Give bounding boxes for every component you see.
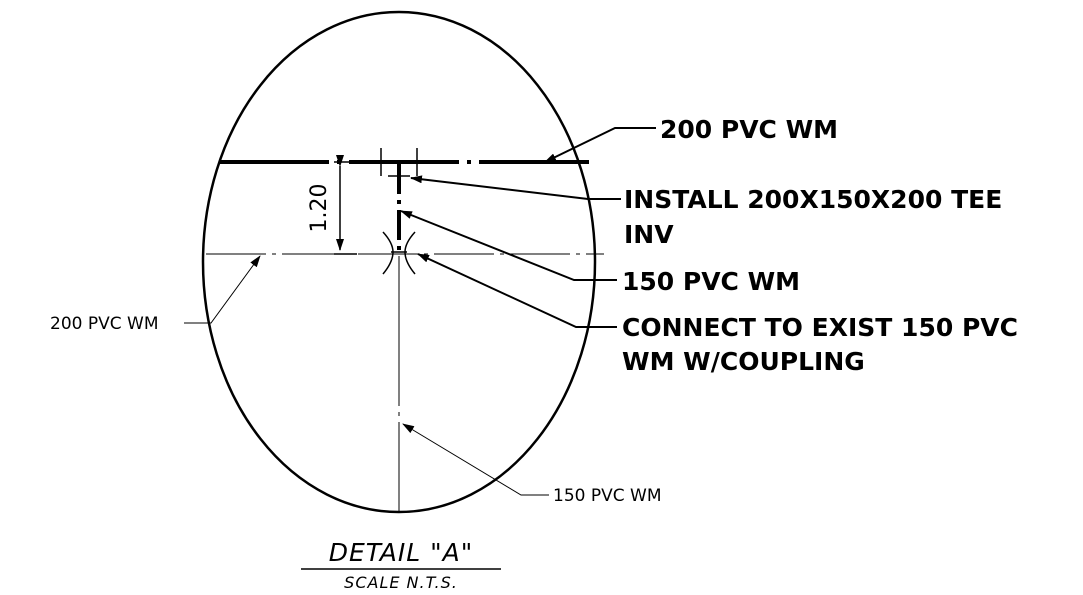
leader-branch-150-pvc (400, 210, 617, 281)
tee-fitting-symbol (364, 148, 431, 177)
detail-boundary-ellipse (201, 10, 597, 514)
label-connect-line1: CONNECT TO EXIST 150 PVC (622, 313, 1018, 342)
leader-main-200-pvc (544, 127, 656, 163)
leader-exist-150-pvc (402, 423, 549, 496)
detail-title: DETAIL "A" (329, 538, 473, 567)
label-exist-200-pvc: 200 PVC WM (50, 314, 158, 334)
leader-connect-exist (417, 253, 617, 328)
detail-scale: SCALE N.T.S. (344, 573, 458, 592)
dimension-1-20-label: 1.20 (307, 184, 332, 233)
leader-install-tee (410, 175, 621, 200)
dimension-1-20 (334, 155, 357, 255)
coupling-symbol (382, 231, 416, 275)
label-connect-line2: WM W/COUPLING (622, 347, 865, 376)
label-main-200-pvc: 200 PVC WM (660, 115, 838, 144)
label-branch-150-pvc: 150 PVC WM (622, 267, 800, 296)
label-exist-150-pvc: 150 PVC WM (553, 486, 661, 506)
label-install-tee-line1: INSTALL 200X150X200 TEE (624, 185, 1002, 214)
label-install-tee-line2: INV (624, 220, 674, 249)
leader-exist-200-pvc (184, 255, 261, 324)
